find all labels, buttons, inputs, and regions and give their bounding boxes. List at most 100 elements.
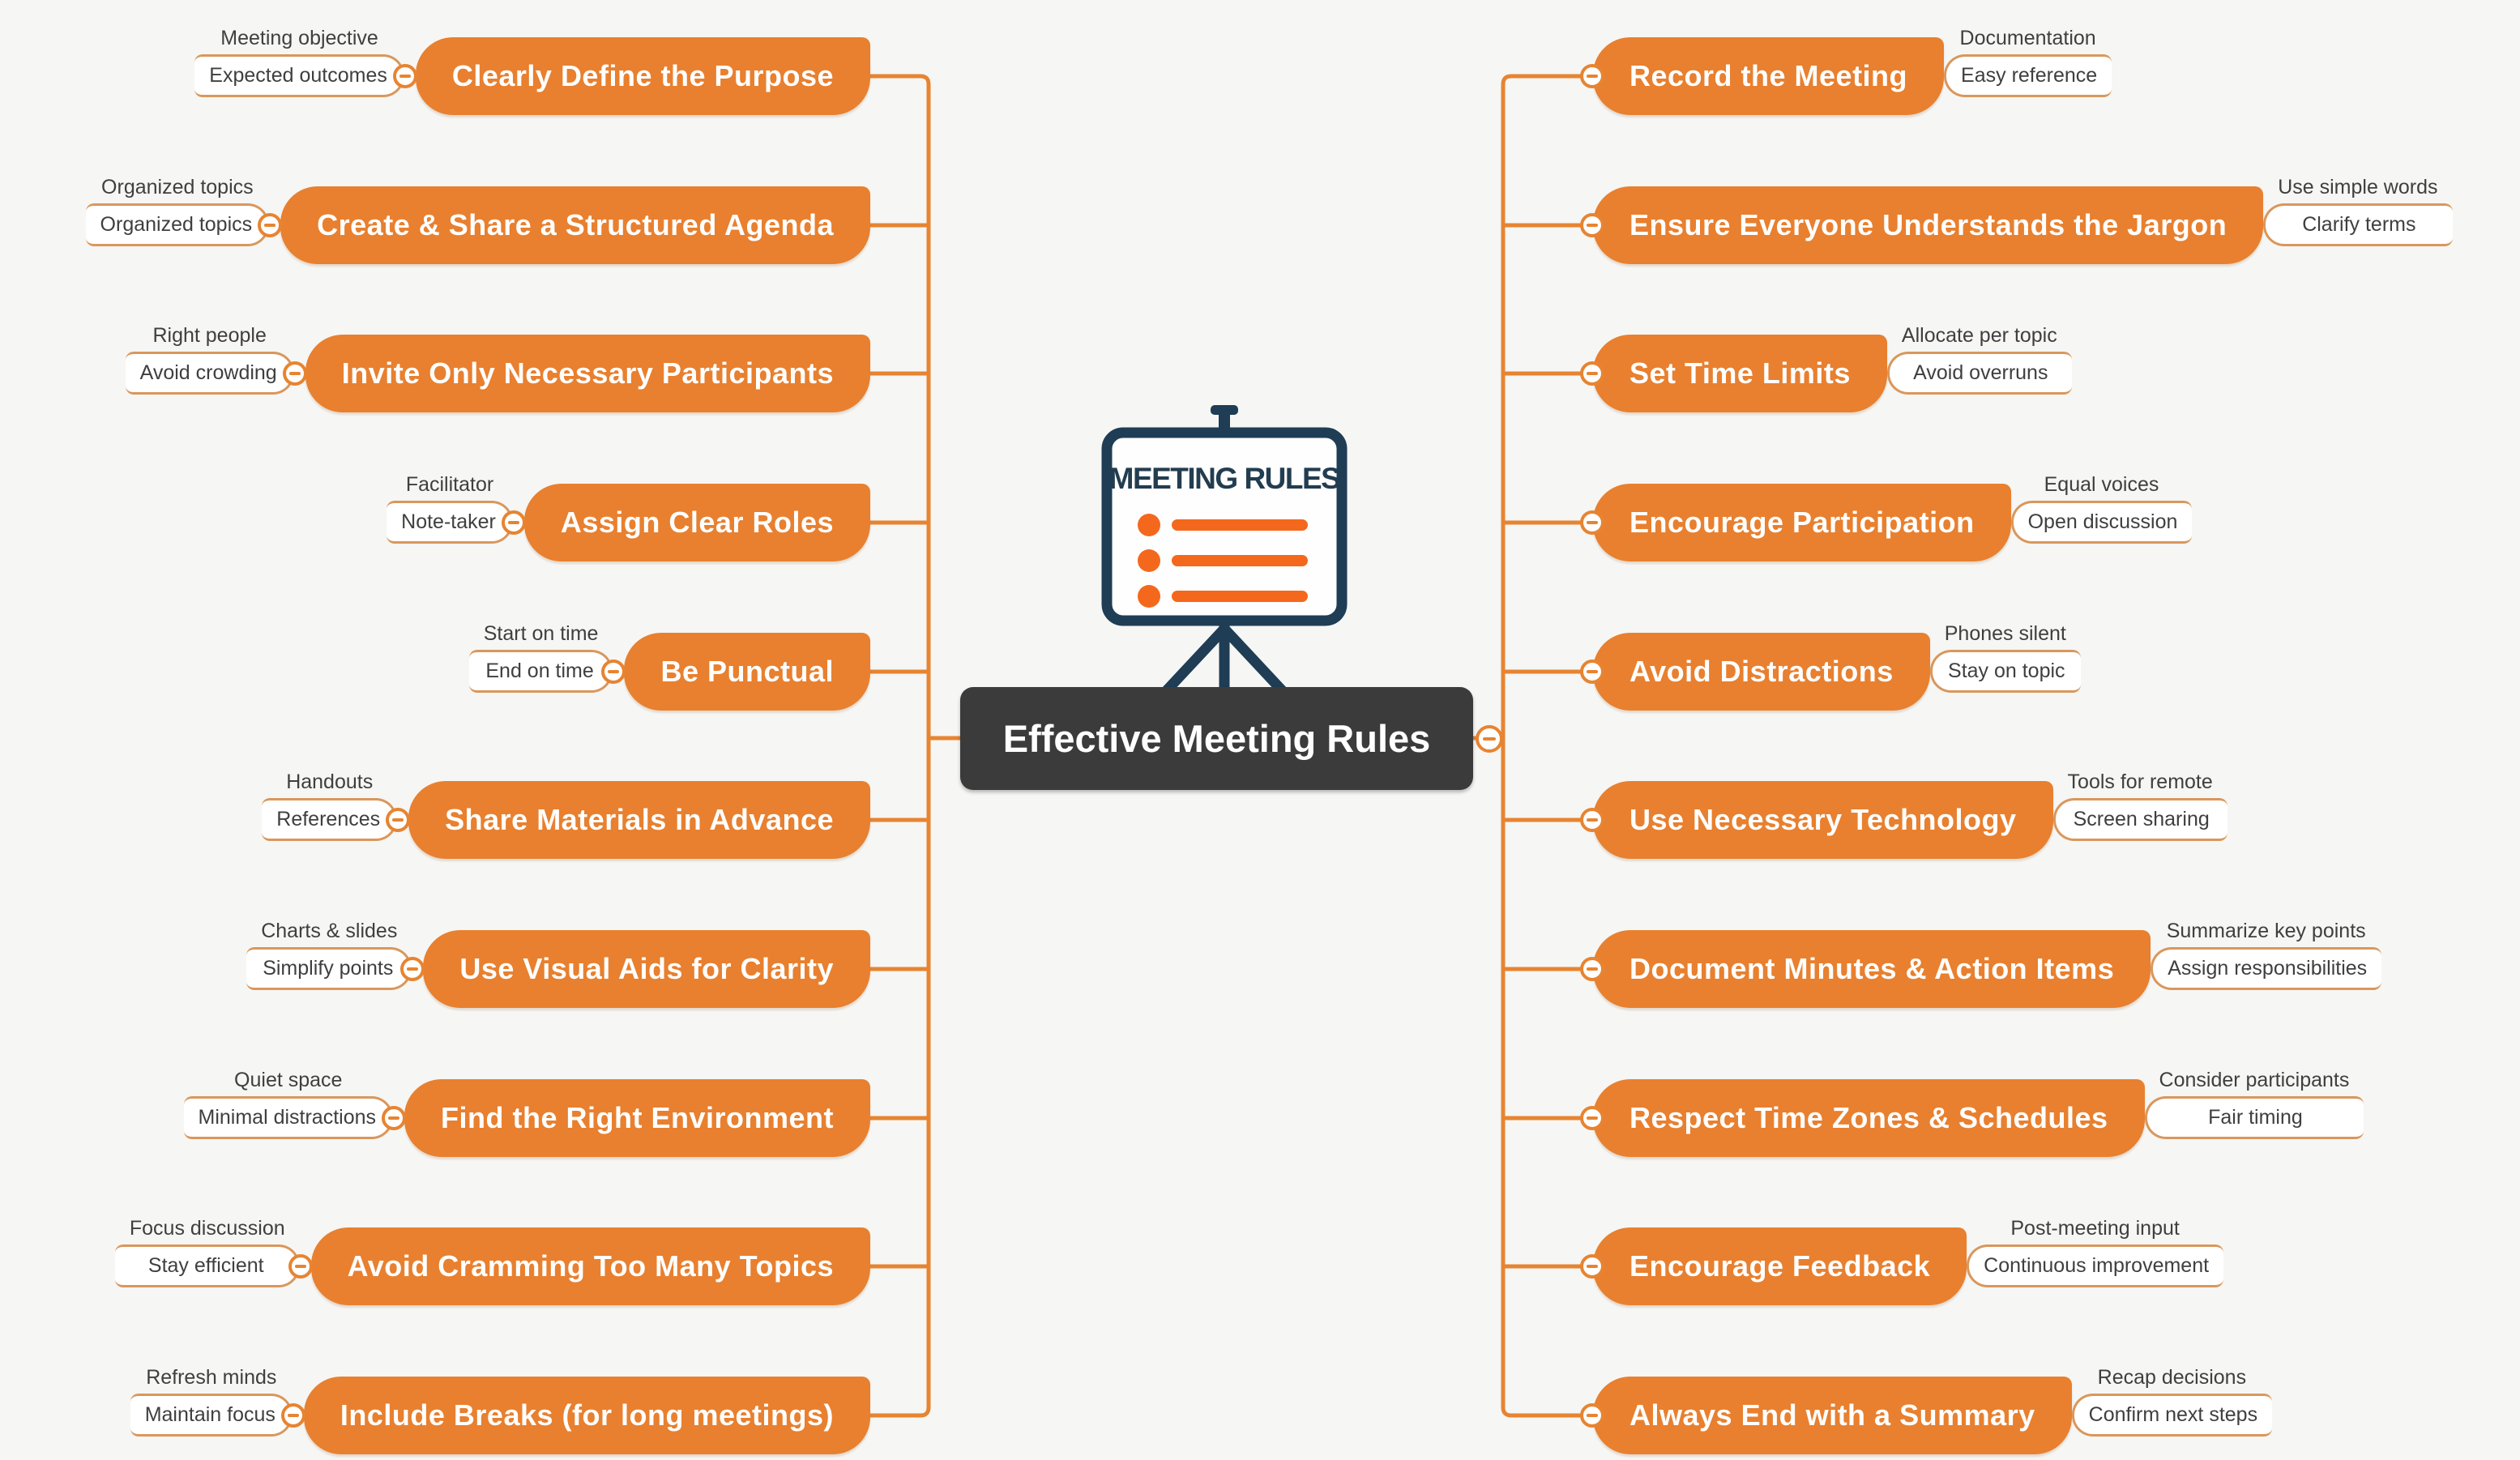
subtopic-label-top[interactable]: Recap decisions: [2097, 1366, 2247, 1389]
subtopic-label-top[interactable]: Refresh minds: [146, 1366, 277, 1389]
subtopic-label-bottom[interactable]: Easy reference: [1961, 64, 2098, 87]
subtopic-pill: Note-taker: [387, 501, 513, 544]
topic-node[interactable]: Be Punctual: [624, 633, 870, 711]
collapse-icon-branch[interactable]: [501, 510, 526, 535]
subtopic-group: Charts & slides Simplify points: [246, 919, 412, 990]
collapse-icon-branch[interactable]: [1580, 510, 1604, 535]
collapse-icon-branch[interactable]: [288, 1254, 313, 1279]
branch-row: Focus discussion Stay efficient Avoid Cr…: [114, 1217, 870, 1305]
subtopic-label-bottom[interactable]: Fair timing: [2208, 1106, 2303, 1129]
subtopic-pill: Confirm next steps: [2071, 1394, 2273, 1437]
subtopic-label-bottom[interactable]: End on time: [485, 660, 594, 682]
topic-node[interactable]: Encourage Feedback: [1593, 1227, 1967, 1305]
topic-node[interactable]: Set Time Limits: [1593, 335, 1887, 412]
topic-node[interactable]: Avoid Distractions: [1593, 633, 1930, 711]
minus-icon: [1483, 736, 1496, 741]
topic-node[interactable]: Respect Time Zones & Schedules: [1593, 1079, 2145, 1157]
collapse-icon-branch[interactable]: [282, 361, 307, 386]
subtopic-label-bottom[interactable]: Avoid crowding: [139, 361, 277, 384]
subtopic-label-bottom[interactable]: Maintain focus: [144, 1403, 275, 1426]
collapse-icon-branch[interactable]: [1580, 1254, 1604, 1279]
minus-icon: [264, 224, 276, 227]
collapse-icon-branch[interactable]: [400, 957, 425, 981]
topic-node[interactable]: Use Visual Aids for Clarity: [423, 930, 870, 1008]
subtopic-label-bottom[interactable]: Open discussion: [2027, 510, 2178, 533]
subtopic-pill: Fair timing: [2144, 1096, 2364, 1139]
subtopic-pill: Easy reference: [1944, 54, 2112, 97]
subtopic-label-bottom[interactable]: Simplify points: [263, 957, 394, 980]
collapse-icon-branch[interactable]: [1580, 808, 1604, 832]
collapse-icon-branch[interactable]: [382, 1106, 407, 1130]
minus-icon: [1587, 818, 1598, 822]
minus-icon: [1587, 521, 1598, 524]
topic-node[interactable]: Clearly Define the Purpose: [415, 37, 870, 115]
minus-icon: [288, 372, 301, 375]
topic-node[interactable]: Encourage Participation: [1593, 484, 2011, 561]
collapse-icon-branch[interactable]: [1580, 361, 1604, 386]
subtopic-label-bottom[interactable]: Screen sharing: [2073, 808, 2210, 830]
subtopic-label-top[interactable]: Facilitator: [405, 473, 494, 496]
topic-node[interactable]: Record the Meeting: [1593, 37, 1945, 115]
collapse-icon-branch[interactable]: [258, 213, 283, 237]
collapse-icon-branch[interactable]: [601, 660, 626, 684]
collapse-icon-branch[interactable]: [1580, 213, 1604, 237]
collapse-icon-branch[interactable]: [1580, 660, 1604, 684]
subtopic-label-bottom[interactable]: Organized topics: [100, 213, 253, 236]
subtopic-label-top[interactable]: Charts & slides: [261, 920, 398, 942]
topic-node[interactable]: Document Minutes & Action Items: [1593, 930, 2151, 1008]
subtopic-label-bottom[interactable]: Avoid overruns: [1913, 361, 2048, 384]
subtopic-label-bottom[interactable]: Expected outcomes: [209, 64, 387, 87]
branch-row: Handouts References Share Materials in A…: [262, 771, 870, 859]
subtopic-group: Post-meeting input Continuous improvemen…: [1967, 1216, 2224, 1287]
topic-node[interactable]: Always End with a Summary: [1593, 1377, 2072, 1454]
collapse-icon-branch[interactable]: [1580, 64, 1604, 88]
subtopic-group: Equal voices Open discussion: [2010, 472, 2193, 544]
topic-node[interactable]: Invite Only Necessary Participants: [305, 335, 870, 412]
subtopic-label-top[interactable]: Meeting objective: [220, 27, 378, 49]
subtopic-label-bottom[interactable]: References: [276, 808, 381, 830]
subtopic-label-top[interactable]: Consider participants: [2159, 1069, 2350, 1091]
collapse-icon-branch[interactable]: [1580, 957, 1604, 981]
collapse-icon-branch[interactable]: [1580, 1106, 1604, 1130]
topic-node[interactable]: Find the Right Environment: [404, 1079, 870, 1157]
subtopic-label-top[interactable]: Summarize key points: [2166, 920, 2366, 942]
subtopic-label-top[interactable]: Start on time: [483, 622, 599, 645]
topic-node[interactable]: Ensure Everyone Understands the Jargon: [1593, 186, 2264, 264]
subtopic-label-top[interactable]: Focus discussion: [129, 1217, 285, 1240]
topic-node[interactable]: Include Breaks (for long meetings): [303, 1377, 870, 1454]
subtopic-label-top[interactable]: Documentation: [1959, 27, 2096, 49]
collapse-icon-branch[interactable]: [280, 1403, 305, 1428]
subtopic-label-top[interactable]: Quiet space: [234, 1069, 343, 1091]
collapse-icon-branch[interactable]: [386, 808, 411, 832]
topic-node[interactable]: Share Materials in Advance: [408, 781, 870, 859]
central-topic[interactable]: Effective Meeting Rules: [960, 687, 1473, 790]
collapse-icon-center[interactable]: [1476, 724, 1503, 753]
subtopic-label-top[interactable]: Right people: [152, 324, 267, 347]
topic-node[interactable]: Use Necessary Technology: [1593, 781, 2053, 859]
subtopic-group: Quiet space Minimal distractions: [183, 1068, 394, 1139]
subtopic-label-bottom[interactable]: Note-taker: [401, 510, 496, 533]
subtopic-label-top[interactable]: Phones silent: [1944, 622, 2066, 645]
collapse-icon-branch[interactable]: [1580, 1403, 1604, 1428]
subtopic-label-bottom[interactable]: Stay on topic: [1948, 660, 2065, 682]
subtopic-label-bottom[interactable]: Clarify terms: [2302, 213, 2416, 236]
subtopic-label-top[interactable]: Handouts: [286, 771, 374, 793]
topic-node[interactable]: Avoid Cramming Too Many Topics: [310, 1227, 870, 1305]
topic-node[interactable]: Assign Clear Roles: [523, 484, 870, 561]
subtopic-label-bottom[interactable]: Stay efficient: [147, 1254, 264, 1277]
minus-icon: [1587, 224, 1598, 227]
subtopic-label-top[interactable]: Allocate per topic: [1901, 324, 2057, 347]
minus-icon: [507, 521, 519, 524]
subtopic-label-top[interactable]: Post-meeting input: [2010, 1217, 2180, 1240]
subtopic-group: Meeting objective Expected outcomes: [194, 26, 404, 97]
subtopic-label-bottom[interactable]: Continuous improvement: [1984, 1254, 2210, 1277]
subtopic-label-bottom[interactable]: Confirm next steps: [2088, 1403, 2258, 1426]
subtopic-label-bottom[interactable]: Assign responsibilities: [2168, 957, 2368, 980]
subtopic-label-bottom[interactable]: Minimal distractions: [198, 1106, 377, 1129]
subtopic-label-top[interactable]: Organized topics: [101, 176, 254, 199]
subtopic-label-top[interactable]: Use simple words: [2278, 176, 2438, 199]
subtopic-label-top[interactable]: Tools for remote: [2067, 771, 2213, 793]
collapse-icon-branch[interactable]: [392, 64, 417, 88]
topic-node[interactable]: Create & Share a Structured Agenda: [280, 186, 870, 264]
subtopic-label-top[interactable]: Equal voices: [2044, 473, 2159, 496]
